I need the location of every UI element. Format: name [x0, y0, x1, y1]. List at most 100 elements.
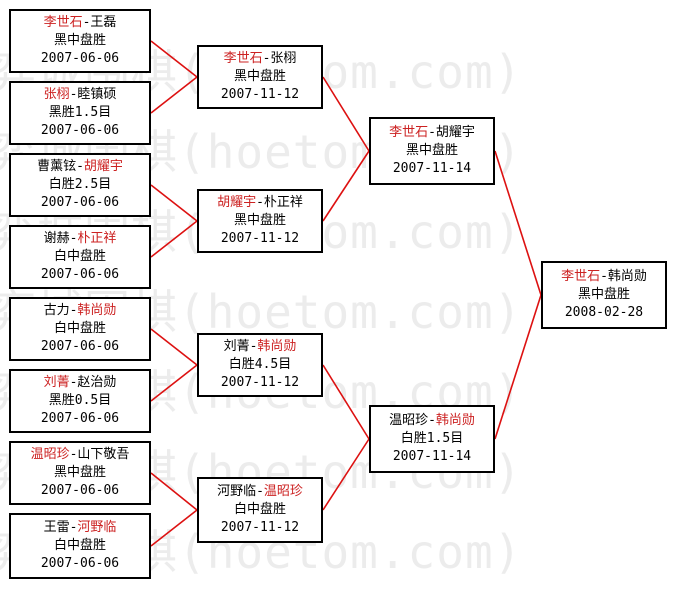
player-winner: 胡耀宇	[83, 159, 123, 174]
match-players: 刘菁-韩尚勋	[224, 338, 297, 356]
player-loser: 睦镇硕	[77, 87, 117, 102]
player-separator: -	[256, 195, 264, 210]
match-box-round1: 古力-韩尚勋白中盘胜 2007-06-06	[9, 297, 151, 361]
player-loser: 山下敬吾	[77, 447, 130, 462]
match-players: 胡耀宇-朴正祥	[217, 194, 303, 212]
match-date: 2007-06-06	[40, 267, 120, 282]
match-result: 白胜4.5目	[228, 357, 292, 372]
match-players: 温昭珍-韩尚勋	[389, 412, 475, 430]
player-separator: -	[69, 87, 78, 102]
match-result: 白胜2.5目	[48, 177, 112, 192]
player-winner: 李世石	[223, 51, 263, 66]
match-box-round1: 温昭珍-山下敬吾黑中盘胜 2007-06-06	[9, 441, 151, 505]
player-separator: -	[428, 413, 436, 428]
bracket-connector	[322, 364, 370, 440]
player-loser: 温昭珍	[389, 413, 429, 428]
player-loser: 朴正祥	[263, 195, 303, 210]
match-players: 温昭珍-山下敬吾	[31, 446, 130, 464]
match-date: 2007-11-14	[392, 449, 472, 464]
player-loser: 刘菁	[223, 339, 250, 354]
match-result: 黑中盘胜	[53, 465, 106, 480]
match-result: 白中盘胜	[53, 538, 106, 553]
bracket-connector	[150, 184, 198, 222]
match-date: 2007-06-06	[40, 123, 120, 138]
player-winner: 刘菁	[43, 375, 70, 390]
match-date: 2007-06-06	[40, 483, 120, 498]
match-players: 古力-韩尚勋	[44, 302, 117, 320]
match-box-round1: 王雷-河野临白中盘胜 2007-06-06	[9, 513, 151, 579]
bracket-connector	[150, 328, 198, 366]
match-result: 白中盘胜	[233, 502, 286, 517]
player-winner: 温昭珍	[30, 447, 70, 462]
match-result: 白中盘胜	[53, 249, 106, 264]
bracket-connector	[150, 76, 198, 114]
match-date: 2007-11-12	[220, 520, 300, 535]
match-date: 2007-11-14	[392, 161, 472, 176]
player-winner: 韩尚勋	[435, 413, 475, 428]
match-players: 李世石-韩尚勋	[561, 268, 647, 286]
match-result: 黑中盘胜	[405, 143, 458, 158]
player-separator: -	[600, 269, 608, 284]
player-separator: -	[249, 339, 258, 354]
match-date: 2007-06-06	[40, 195, 120, 210]
player-loser: 赵治勋	[77, 375, 117, 390]
match-players: 河野临-温昭珍	[217, 483, 303, 501]
bracket-connector	[150, 40, 198, 78]
player-loser: 张栩	[270, 51, 297, 66]
bracket-connector	[150, 472, 198, 511]
match-result: 白胜1.5目	[400, 431, 464, 446]
match-players: 李世石-胡耀宇	[389, 124, 475, 142]
match-result: 黑胜0.5目	[48, 393, 112, 408]
match-players: 曹薰铉-胡耀宇	[37, 158, 123, 176]
player-separator: -	[69, 520, 78, 535]
player-loser: 王雷	[43, 520, 70, 535]
player-loser: 古力	[43, 303, 70, 318]
bracket-connector	[150, 220, 198, 258]
player-separator: -	[69, 375, 78, 390]
player-separator: -	[69, 231, 78, 246]
bracket-connector	[150, 509, 198, 547]
match-result: 白中盘胜	[53, 321, 106, 336]
player-winner: 温昭珍	[263, 484, 303, 499]
player-winner: 李世石	[561, 269, 601, 284]
match-result: 黑中盘胜	[233, 69, 286, 84]
match-date: 2007-06-06	[40, 556, 120, 571]
match-box-round1: 曹薰铉-胡耀宇白胜2.5目 2007-06-06	[9, 153, 151, 217]
player-winner: 李世石	[389, 125, 429, 140]
bracket-connector	[494, 294, 542, 440]
player-separator: -	[69, 303, 78, 318]
match-result: 黑胜1.5目	[48, 105, 112, 120]
player-loser: 河野临	[217, 484, 257, 499]
player-separator: -	[256, 484, 264, 499]
match-result: 黑中盘胜	[233, 213, 286, 228]
player-winner: 张栩	[43, 87, 70, 102]
bracket-connector	[150, 364, 198, 402]
player-separator: -	[82, 15, 91, 30]
bracket-connector	[494, 150, 542, 296]
match-date: 2007-11-12	[220, 231, 300, 246]
player-loser: 韩尚勋	[607, 269, 647, 284]
player-separator: -	[428, 125, 436, 140]
player-loser: 胡耀宇	[435, 125, 475, 140]
match-players: 王雷-河野临	[44, 519, 117, 537]
player-separator: -	[262, 51, 271, 66]
player-loser: 曹薰铉	[37, 159, 77, 174]
match-players: 张栩-睦镇硕	[44, 86, 117, 104]
match-players: 李世石-张栩	[224, 50, 297, 68]
player-loser: 王磊	[90, 15, 117, 30]
player-winner: 胡耀宇	[217, 195, 257, 210]
player-winner: 李世石	[43, 15, 83, 30]
match-date: 2007-06-06	[40, 339, 120, 354]
player-loser: 谢赫	[43, 231, 70, 246]
bracket-connector	[322, 438, 370, 511]
